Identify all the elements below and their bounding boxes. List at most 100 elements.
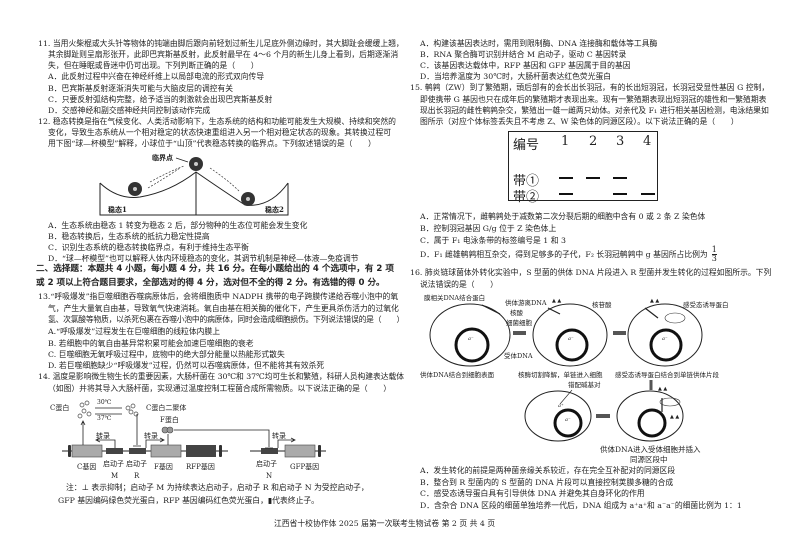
inducer-protein-label: 感受态诱导蛋白 [683, 300, 729, 309]
q13-line: 13.“呼吸爆发”指巨噬细胞吞噬病原体后，会将细胞质中 NADPH 携带的电子跨… [38, 292, 399, 301]
nuclease-label: 核酸 [510, 308, 524, 317]
band1-mark [559, 177, 573, 179]
q11-option-c: C．只要反射弧结构完整，给予适当的刺激就会出现巴宾斯基反射 [48, 95, 273, 104]
q13-option-c: C. 巨噬细胞无氧呼吸过程中，底物中的绝大部分能量以热能形式散失 [48, 350, 285, 359]
mismatch-label: 错配碱基对 [568, 380, 601, 389]
q12-line: 变化，导致生态系统从一个相对稳定的状态快速重组进入另一个相对稳定状态的现象。其转… [48, 128, 392, 137]
q16-option-c: C．感受态诱导蛋白具有引导供体 DNA 并避免其自身环化的作用 [420, 489, 645, 498]
q15-line: 现出长羽冠的雌性鹌鹑杂交，繁殖出一雄一雌两只幼体。对亲代及 F₁ 进行相关基因检… [420, 106, 769, 115]
allele-label: a⁻ [468, 336, 474, 342]
state2-label: 稳态2 [265, 205, 284, 214]
q11-option-a: A．此反射过程中兴奋在神经纤维上以局部电流的形式双向传导 [48, 72, 265, 81]
svg-text:▲ ▲: ▲ ▲ [658, 386, 667, 392]
svg-text:▲ ▲: ▲ ▲ [552, 298, 561, 304]
col-label: 1 [561, 134, 570, 149]
q12-line: 用下图“球—杯模型”解释，小球位于“山顶”代表稳态转换的临界点。下列叙述错误的是… [48, 139, 376, 148]
state1-label: 稳态1 [108, 205, 127, 214]
q14-line: （如图）并将其导入大肠杆菌，实现通过温度控制工程菌合成所需物质。以下说法正确的是… [48, 384, 392, 393]
f-protein-label: F蛋白 [160, 415, 179, 424]
q16-line: 说法错误的是（ ） [420, 280, 498, 289]
q11-line: 失，但在睡眠或昏迷中仍可出现。下列判断正确的是（ ） [48, 61, 259, 70]
gfp-gene-box [284, 444, 316, 458]
promoter-m-label: 启动子 [103, 459, 124, 468]
q14-note-line: 注：⊥ 表示抑制；启动子 M 为持续表达启动子，启动子 R 和启动子 N 为受控… [66, 483, 369, 492]
q13-option-b: B. 若细胞中的氧自由基异常积累可能会加速巨噬细胞的衰老 [48, 339, 254, 348]
q12-line: 12. 稳态转换是指在气候变化、人类活动影响下，生态系统的结构和功能可能发生大规… [38, 117, 396, 126]
temp-30-label: 30℃ [97, 399, 112, 406]
ball-cup-model-figure: 临界点 稳态1 稳态2 [99, 153, 289, 216]
q16-option-b: B．整合到 R 型菌内的 S 型菌的 DNA 片段可以直接控制荚膜多糖的合成 [420, 478, 674, 487]
promoter-r-label: 启动子 [126, 459, 147, 468]
rfp-gene-box [186, 445, 216, 457]
transformation-process-figure: ▲ ▲▲ ▲▲ ▲▲ ▲ 膜相关DNA结合蛋白 供体游离DNA 核酸 细菌细胞 … [420, 293, 729, 464]
svg-text:▲ ▲: ▲ ▲ [650, 298, 659, 304]
q14-option-b: B．RNA 聚合酶可识别并结合 M 启动子，驱动 C 基因转录 [420, 50, 627, 59]
section-2-line: 或 2 项以上符合题目要求，全部选对的得 4 分，选对但不全的得 2 分。有选错… [36, 278, 385, 288]
q15-option-d-row: D．F₁ 雌雄鹌鹑相互杂交，得到足够多的子代，F₂ 长羽冠鹌鹑中 g 基因所占比… [420, 246, 717, 263]
fraction-one-third: 1 3 [711, 246, 717, 263]
critical-point-label: 临界点 [152, 153, 173, 162]
allele-label: a⁺ [558, 403, 564, 409]
q15-option-b: B．控制羽冠基因 G/g 位于 Z 染色体上 [420, 224, 557, 233]
transcribe-label: 转录 [96, 431, 110, 440]
q16-line: 16. 肺炎链球菌体外转化实验中，S 型菌的供体 DNA 片段进入 R 型菌并发… [410, 268, 772, 277]
band2-mark [613, 193, 627, 195]
q14-option-d: D．当培养温度为 30℃时，大肠杆菌表达红色荧光蛋白 [420, 72, 612, 81]
q14-line: 14. 温度是影响微生物生长的重要因素，大肠杆菌在 30℃和 37℃均可生长和繁… [38, 372, 404, 381]
q15-option-a: A．正常情况下，雌鹌鹑处于减数第二次分裂后期的细胞中含有 0 或 2 条 Z 染… [420, 212, 706, 221]
q14-option-c: C．该基因表达载体中，RFP 基因和 GFP 基因属于目的基因 [420, 61, 631, 70]
c-gene-box [71, 444, 103, 458]
ball-state2 [241, 192, 255, 206]
step2-caption: 核酶切割降解，单链进入细胞 [518, 370, 603, 379]
page-footer: 江西省十校协作体 2025 届第一次联考生物试卷 第 2 页 共 4 页 [274, 519, 496, 528]
ball-critical [189, 157, 203, 171]
band2-label: 带② [513, 190, 540, 205]
step4-caption: 供体DNA进入受体细胞并插入 [600, 444, 701, 454]
band1-mark [586, 177, 600, 179]
q11-option-d: D．交感神经和副交感神经共同控制该动作完成 [48, 106, 211, 115]
step4-caption: 同源区段中 [630, 454, 668, 464]
q15-line: 15. 鹌鹑（ZW）到了繁殖期，頭后部有的会长出长羽冠，有的长出短羽冠，长羽冠受… [410, 83, 770, 92]
f-gene-label: F基因 [154, 462, 173, 471]
col-label: 4 [643, 134, 652, 149]
q12-option-a: A．生态系统由稳态 1 转变为稳态 2 后，部分物种的生态位可能会发生变化 [48, 221, 308, 230]
q14-note-line: GFP 基因编码绿色荧光蛋白，RFP 基因编码红色荧光蛋白，▮代表终止子。 [58, 496, 319, 505]
table-header: 编号 [513, 138, 540, 153]
promoter-n-label: 启动子 [256, 459, 277, 468]
section-2-line: 二、选择题：本题共 4 小题，每小题 4 分，共 16 分。在每小题给出的 4 … [36, 264, 394, 274]
q12-option-d: D．“球—杯模型”也可以解释人体内环境稳态的变化，其调节机制是神经—体液—免疫调… [48, 254, 359, 263]
q11-line: 11. 当用火柴棍或大头针等物体的钝端由脚后跟向前轻划过新生儿足底外侧边缘时，其… [38, 39, 404, 48]
q13-option-a: A.“呼吸爆发”过程发生在巨噬细胞的线粒体内膜上 [48, 327, 221, 336]
q14-option-a: A．构建该基因表达时，需用到限制酶、DNA 连接酶和载体等工具酶 [420, 39, 658, 48]
expression-vector-figure: C蛋白 30℃ 37℃ C蛋白二聚体 F蛋白 转录 转录 转录 C基因 启动子 … [50, 399, 326, 480]
m-label: M [111, 472, 118, 480]
n-label: N [266, 472, 272, 480]
recipient-dna-label: 受体DNA [504, 351, 533, 360]
col-label: 3 [616, 134, 625, 149]
gfp-gene-label: GFP基因 [290, 462, 319, 471]
col-label: 2 [589, 134, 598, 149]
q13-option-d: D. 若巨噬细胞缺少“呼吸爆发”过程，仍然可以吞噬病原体，但不能将其有效杀死 [48, 361, 325, 370]
free-dna-label: 供体游离DNA [505, 298, 547, 307]
c-protein-label: C蛋白 [50, 403, 69, 412]
step3-caption: 感受态诱导蛋白结合到单链供体片段 [615, 370, 720, 379]
svg-text:▲ ▲: ▲ ▲ [670, 414, 679, 420]
allele-label: a⁻ [568, 336, 574, 342]
q11-option-b: B．巴宾斯基反射逐渐消失可能与大脑皮层的调控有关 [48, 84, 234, 93]
q12-option-c: C．识别生态系统的稳态转换临界点，有利于维持生态平衡 [48, 243, 249, 252]
q16-option-a: A．发生转化的前提是两种菌亲缘关系较近，存在完全互补配对的同源区段 [420, 466, 676, 475]
r-label: R [134, 472, 140, 480]
q15-option-d: D．F₁ 雌雄鹌鹑相互杂交，得到足够多的子代，F₂ 长羽冠鹌鹑中 g 基因所占比… [420, 249, 708, 259]
ball-state1 [128, 182, 142, 196]
q15-line: 即使携带 G 基因也只在成年后的繁殖期才表现出来。现有一繁殖期表现出短羽冠的雄性… [420, 95, 767, 104]
band2-mark [559, 193, 573, 195]
allele-label: a⁻ [662, 336, 668, 342]
q12-option-b: B．稳态转换后，生态系统的抵抗力稳定性提高 [48, 232, 210, 241]
c-gene-label: C基因 [77, 462, 96, 471]
step1-caption: 供体DNA结合到细胞表面 [420, 370, 495, 379]
nucleotide-label: 核苷酸 [592, 300, 612, 309]
f-gene-box [150, 444, 182, 458]
membrane-protein-label: 膜相关DNA结合蛋白 [424, 293, 485, 302]
q13-line: 气，产生大量氧自由基，导致氧气快速消耗。氧自由基在相关酶的催化下，产生更具杀伤活… [48, 304, 399, 313]
band2-mark [641, 193, 655, 195]
